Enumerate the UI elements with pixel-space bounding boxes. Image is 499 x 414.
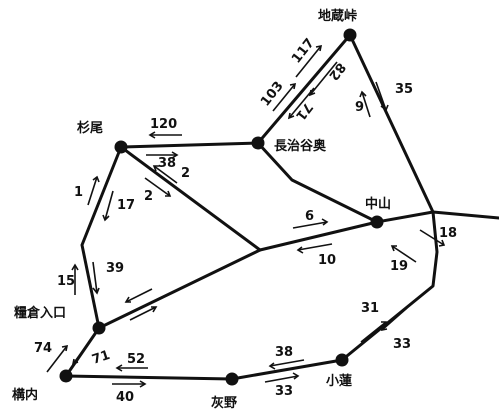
time-label: 52 bbox=[127, 352, 145, 367]
arrow-icon bbox=[272, 82, 297, 112]
arrow-icon bbox=[71, 263, 79, 295]
node-masukura bbox=[92, 321, 106, 335]
trail-center-masukura bbox=[97, 248, 262, 330]
time-label: 10 bbox=[318, 253, 336, 268]
arrow-icon bbox=[375, 81, 389, 112]
arrow-icon bbox=[296, 243, 333, 254]
arrow-icon bbox=[124, 288, 153, 303]
place-label-haino: 灰野 bbox=[211, 395, 237, 411]
trail-center-nakayama bbox=[258, 220, 379, 252]
time-label: 38 bbox=[275, 345, 293, 360]
time-label: 71 bbox=[90, 348, 112, 368]
node-choji bbox=[251, 136, 265, 150]
trail-sugio-choji bbox=[119, 141, 260, 149]
arrow-icon bbox=[380, 307, 408, 332]
arrow-icon bbox=[360, 321, 387, 343]
node-haino bbox=[225, 372, 239, 386]
time-label: 39 bbox=[106, 261, 124, 276]
time-label: 40 bbox=[116, 390, 134, 405]
time-label: 9 bbox=[355, 100, 364, 115]
arrow-icon bbox=[295, 44, 323, 78]
trail-junction-komure bbox=[340, 210, 439, 362]
arrow-icon bbox=[359, 90, 371, 118]
arrow-icon bbox=[287, 87, 315, 120]
arrow-icon bbox=[71, 339, 92, 366]
time-label: 19 bbox=[390, 259, 408, 274]
direction-arrows bbox=[46, 44, 446, 388]
time-label: 82 bbox=[325, 59, 348, 82]
arrow-icon bbox=[102, 190, 114, 222]
trail-haino-komure bbox=[230, 358, 344, 381]
time-label: 33 bbox=[393, 337, 411, 352]
time-label: 1 bbox=[74, 185, 83, 200]
time-label: 15 bbox=[57, 274, 75, 289]
time-label: 103 bbox=[258, 79, 287, 110]
place-label-konai: 構内 bbox=[12, 387, 38, 403]
place-label-nakayama: 中山 bbox=[365, 196, 391, 212]
time-label: 17 bbox=[117, 198, 135, 213]
time-label: 18 bbox=[439, 226, 457, 241]
arrow-icon bbox=[292, 218, 329, 229]
trail-lines bbox=[64, 33, 499, 381]
time-label: 38 bbox=[158, 156, 176, 171]
trail-sugio-center bbox=[119, 145, 262, 252]
arrow-icon bbox=[148, 131, 182, 139]
trail-choji-jizo bbox=[256, 33, 352, 145]
trail-konai-haino bbox=[64, 374, 234, 381]
arrow-icon bbox=[129, 306, 158, 321]
trail-jizo-junction bbox=[348, 33, 435, 214]
arrow-icon bbox=[419, 229, 446, 247]
arrow-icon bbox=[146, 151, 179, 159]
time-label: 2 bbox=[181, 166, 190, 181]
time-label: 120 bbox=[150, 117, 177, 132]
arrow-icon bbox=[152, 165, 178, 184]
node-nakayama bbox=[370, 215, 384, 229]
arrow-icon bbox=[92, 261, 100, 295]
node-jizo bbox=[343, 28, 357, 42]
place-label-komure: 小蓮 bbox=[326, 373, 352, 389]
time-label: 2 bbox=[144, 189, 153, 204]
arrow-icon bbox=[112, 380, 147, 388]
time-label: 6 bbox=[305, 209, 314, 224]
arrow-icon bbox=[115, 364, 148, 372]
place-label-sugio: 杉尾 bbox=[77, 120, 103, 136]
trail-choji-nakayama bbox=[256, 141, 379, 224]
node-konai bbox=[59, 369, 73, 383]
arrow-icon bbox=[144, 177, 172, 197]
time-label: 71 bbox=[292, 99, 315, 122]
arrow-icon bbox=[87, 175, 100, 206]
arrow-icon bbox=[268, 359, 305, 370]
trail-nakayama-east bbox=[375, 210, 499, 224]
time-label: 74 bbox=[34, 341, 52, 356]
place-labels: 地蔵峠 杉尾 長治谷奥 中山 糧倉入口 構内 灰野 小蓮 bbox=[12, 8, 391, 411]
time-label: 31 bbox=[361, 301, 379, 316]
time-label: 35 bbox=[395, 82, 413, 97]
node-komure bbox=[335, 353, 349, 367]
time-label: 117 bbox=[289, 36, 318, 67]
arrow-icon bbox=[46, 344, 69, 373]
arrow-icon bbox=[264, 372, 300, 383]
place-label-choji: 長治谷奥 bbox=[274, 138, 327, 154]
trail-sugio-masukura bbox=[80, 145, 123, 330]
trail-nodes bbox=[59, 28, 384, 386]
place-label-masukura: 糧倉入口 bbox=[14, 305, 66, 321]
place-label-jizo: 地蔵峠 bbox=[318, 8, 357, 24]
time-label: 33 bbox=[275, 384, 293, 399]
node-sugio bbox=[114, 140, 128, 154]
arrow-icon bbox=[390, 245, 417, 263]
